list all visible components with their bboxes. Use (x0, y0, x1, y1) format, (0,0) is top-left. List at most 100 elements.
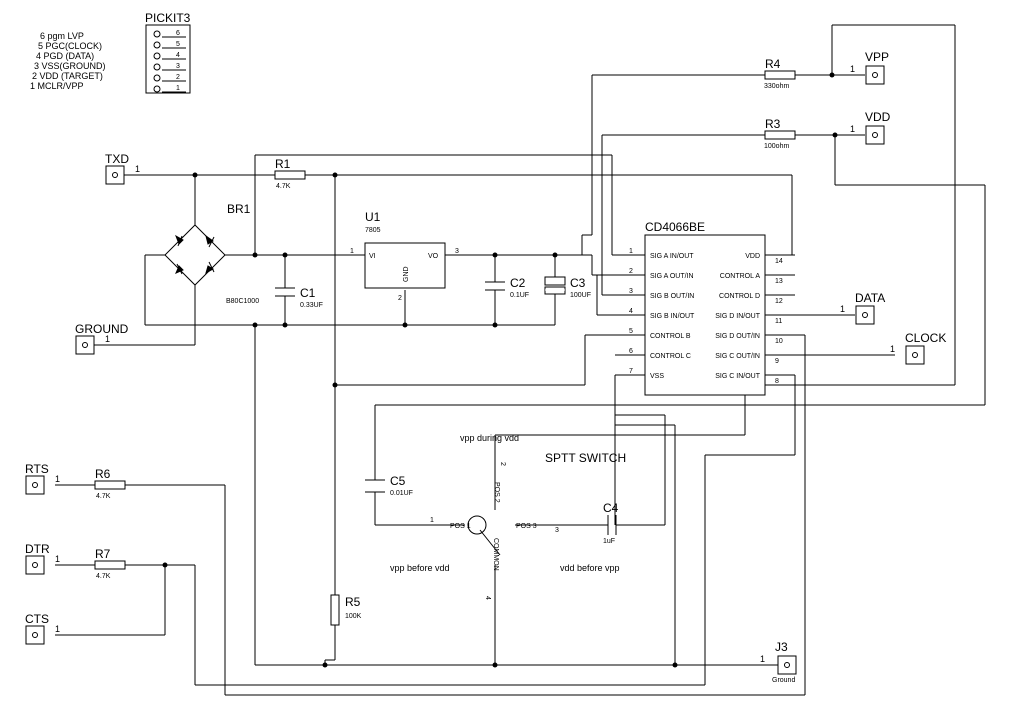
pin-number: 4 (484, 596, 491, 600)
capacitor-c1: C1 0.33UF (275, 286, 323, 309)
pin-number: 1 (890, 344, 895, 354)
ic-title: CD4066BE (645, 220, 705, 234)
ic-pin-label: SIG D IN/OUT (715, 313, 760, 320)
pin-number: 3 (455, 248, 459, 255)
ic-pin-label: CONTROL D (719, 293, 760, 300)
pickit-pin-6-label: 6 pgm LVP (40, 31, 84, 41)
pickit-pin-5-label: 5 PGC(CLOCK) (38, 41, 102, 51)
switch-pos2: POS 2 (493, 482, 500, 503)
r3-ref: R3 (765, 117, 781, 131)
pin-number: 2 (398, 295, 402, 302)
pin-number: 1 (55, 554, 60, 564)
ic-pin-number: 6 (629, 348, 633, 355)
port-txd: TXD 1 (105, 152, 140, 185)
ic-pin-label: SIG B OUT/IN (650, 293, 694, 300)
pin-number: 1 (850, 124, 855, 134)
ic-pin-number: 14 (775, 258, 783, 265)
pin-number: 1 (430, 517, 434, 524)
switch-title: SPTT SWITCH (545, 451, 626, 465)
ic-pin-label: SIG A IN/OUT (650, 253, 694, 260)
port-cts-label: CTS (25, 612, 49, 626)
pickit-pin-circles (153, 30, 161, 93)
port-clock: CLOCK 1 (890, 331, 946, 365)
port-j3: J3 Ground 1 (760, 640, 797, 684)
port-dtr-label: DTR (25, 542, 50, 556)
pin-number: 1 (850, 64, 855, 74)
ic-cd4066be: CD4066BE SIG A IN/OUT SIG A OUT/IN SIG B… (615, 220, 795, 396)
ic-pin-label: SIG C IN/OUT (715, 373, 760, 380)
u1-ref: U1 (365, 210, 381, 224)
pickit-pin-number: 4 (176, 52, 180, 59)
br1-ref: BR1 (227, 202, 251, 216)
port-ground-label: GROUND (75, 322, 129, 336)
ic-pin-number: 5 (629, 328, 633, 335)
ic-pin-number: 1 (629, 248, 633, 255)
resistor-r6: R6 4.7K (94, 467, 126, 500)
r1-value: 4.7K (276, 183, 291, 190)
port-data-label: DATA (855, 291, 885, 305)
port-vdd-label: VDD (865, 110, 891, 124)
r3-value: 100ohm (764, 143, 789, 150)
ic-pin-number: 10 (775, 338, 783, 345)
ic-pin-label: CONTROL B (650, 333, 691, 340)
switch-note-left: vpp before vdd (390, 563, 450, 573)
pickit-pin-1-label: 1 MCLR/VPP (30, 81, 84, 91)
switch-pos1: POS 1 (450, 523, 471, 530)
c5-ref: C5 (390, 474, 406, 488)
br1-value: B80C1000 (226, 298, 259, 305)
ic-pin-number: 4 (629, 308, 633, 315)
r4-value: 330ohm (764, 83, 789, 90)
pin-number: 1 (760, 654, 765, 664)
ic-pin-label: CONTROL A (720, 273, 761, 280)
ic-pin-number: 3 (629, 288, 633, 295)
port-dtr: DTR 1 (25, 542, 60, 575)
c5-value: 0.01UF (390, 490, 413, 497)
pin-number: 3 (555, 527, 559, 534)
pin-number: 2 (499, 462, 506, 466)
c1-value: 0.33UF (300, 302, 323, 309)
port-rts: RTS 1 (25, 462, 60, 495)
r5-ref: R5 (345, 595, 361, 609)
c3-ref: C3 (570, 276, 586, 290)
pin-number: 1 (55, 474, 60, 484)
r4-ref: R4 (765, 57, 781, 71)
wires (55, 24, 986, 696)
port-vdd: VDD 1 (850, 110, 891, 145)
c4-value: 1uF (603, 538, 615, 545)
u1-pin-vi: VI (369, 253, 376, 260)
ic-pin-label: VDD (745, 253, 760, 260)
u1-pin-gnd: GND (403, 266, 410, 282)
pickit-connector-body (145, 24, 191, 94)
pin-number: 1 (840, 304, 845, 314)
ic-pin-label: SIG A OUT/IN (650, 273, 694, 280)
regulator-u1: U1 7805 VI VO GND 1 3 2 (350, 210, 459, 302)
pickit-pin-number: 6 (176, 30, 180, 37)
port-j3-label: J3 (775, 640, 788, 654)
pickit-pin-3-label: 3 VSS(GROUND) (34, 61, 106, 71)
pickit-pin-4-label: 4 PGD (DATA) (36, 51, 94, 61)
pin-number: 1 (105, 334, 110, 344)
resistor-r1: R1 4.7K (274, 157, 306, 190)
ic-pin-label: CONTROL C (650, 353, 691, 360)
port-data: DATA 1 (840, 291, 885, 325)
ic-pin-number: 7 (629, 368, 633, 375)
ic-pin-number: 12 (775, 298, 783, 305)
c1-ref: C1 (300, 286, 316, 300)
pickit-pin-number: 1 (176, 85, 180, 92)
u1-value: 7805 (365, 227, 381, 234)
capacitor-c3: C3 100UF (544, 276, 591, 299)
c2-ref: C2 (510, 276, 526, 290)
switch-pos3: POS 3 (516, 523, 537, 530)
pin-number: 1 (55, 624, 60, 634)
switch-note-top: vpp during vdd (460, 433, 519, 443)
port-j3-sublabel: Ground (772, 677, 795, 684)
c2-value: 0.1UF (510, 292, 529, 299)
switch-note-right: vdd before vpp (560, 563, 620, 573)
port-txd-label: TXD (105, 152, 129, 166)
ic-pin-label: VSS (650, 373, 664, 380)
ic-pin-number: 2 (629, 268, 633, 275)
pickit-pin-2-label: 2 VDD (TARGET) (32, 71, 103, 81)
resistor-r5: R5 100K (330, 594, 362, 626)
port-cts: CTS 1 (25, 612, 60, 645)
